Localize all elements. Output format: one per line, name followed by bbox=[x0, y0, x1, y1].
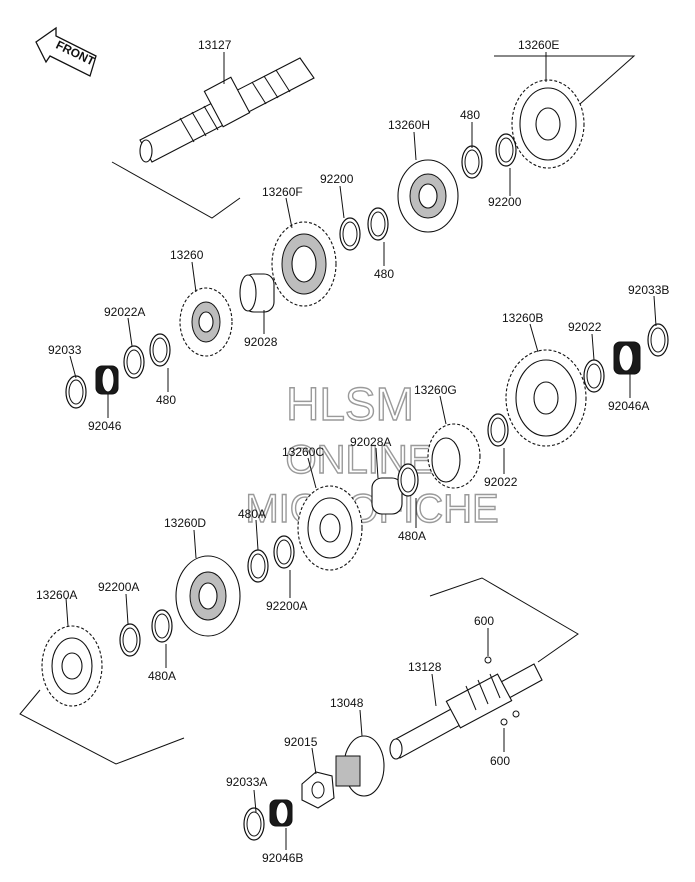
label-13048: 13048 bbox=[330, 696, 364, 710]
label-92200-right: 92200 bbox=[488, 195, 522, 209]
label-13260B: 13260B bbox=[502, 311, 543, 325]
label-13127: 13127 bbox=[198, 38, 232, 52]
label-92022-top: 92022 bbox=[568, 320, 602, 334]
label-92033: 92033 bbox=[48, 343, 82, 357]
circlip-480-low bbox=[149, 333, 171, 367]
part-labels: 13127 13260E 480 13260H 92200 92200 480 … bbox=[36, 38, 669, 865]
label-92200A-left: 92200A bbox=[98, 580, 139, 594]
circlip-480-top bbox=[461, 145, 483, 179]
gear-13260F bbox=[271, 221, 337, 307]
bushing-92028 bbox=[239, 273, 275, 313]
label-92046B: 92046B bbox=[262, 851, 303, 865]
gear-13260 bbox=[179, 287, 233, 357]
washer-92022-low bbox=[487, 413, 509, 447]
washer-92022-top bbox=[583, 359, 605, 393]
label-480A-right: 480A bbox=[398, 529, 426, 543]
circlip-480A-left bbox=[151, 609, 173, 643]
label-92200-left: 92200 bbox=[320, 172, 354, 186]
washer-92200A-left bbox=[119, 623, 141, 657]
gear-13260A bbox=[19, 625, 185, 765]
bearing-92046 bbox=[95, 365, 119, 395]
label-92028A: 92028A bbox=[350, 435, 391, 449]
gear-13260B bbox=[505, 349, 587, 447]
label-13260: 13260 bbox=[170, 248, 204, 262]
gear-13260E bbox=[494, 55, 636, 169]
bearing-92046B bbox=[269, 799, 293, 827]
label-480-top: 480 bbox=[460, 108, 480, 122]
label-13260D: 13260D bbox=[164, 516, 206, 530]
label-92046: 92046 bbox=[88, 419, 122, 433]
gear-13260D bbox=[175, 555, 241, 637]
label-92033B: 92033B bbox=[628, 283, 669, 297]
label-480-low: 480 bbox=[156, 393, 176, 407]
circlip-92033A bbox=[243, 807, 265, 841]
label-600-bottom: 600 bbox=[490, 754, 510, 768]
bushing-92028A bbox=[371, 477, 403, 515]
label-480A-mid: 480A bbox=[238, 507, 266, 521]
label-92200A-right: 92200A bbox=[266, 599, 307, 613]
label-13128: 13128 bbox=[408, 660, 442, 674]
label-13260F: 13260F bbox=[262, 185, 303, 199]
watermark: HLSM ONLINE MICROFICHE bbox=[245, 377, 500, 531]
circlip-480A-mid bbox=[247, 549, 269, 583]
output-shaft-13128 bbox=[389, 577, 579, 760]
label-600-top: 600 bbox=[474, 614, 494, 628]
cam-13048 bbox=[335, 735, 385, 797]
circlip-92033 bbox=[65, 375, 87, 409]
label-13260A: 13260A bbox=[36, 588, 77, 602]
label-92046A: 92046A bbox=[608, 399, 649, 413]
label-92028: 92028 bbox=[244, 335, 278, 349]
label-92022-low: 92022 bbox=[484, 475, 518, 489]
washer-92022A bbox=[123, 345, 145, 379]
washer-92200-left bbox=[339, 217, 361, 251]
label-13260C: 13260C bbox=[282, 445, 324, 459]
label-92022A: 92022A bbox=[104, 305, 145, 319]
label-13260G: 13260G bbox=[414, 383, 457, 397]
leader-lines bbox=[65, 52, 657, 850]
circlip-92033B bbox=[647, 323, 669, 357]
input-shaft-13127 bbox=[111, 57, 315, 219]
label-92033A: 92033A bbox=[226, 775, 267, 789]
watermark-line1: HLSM bbox=[286, 378, 414, 430]
label-92015: 92015 bbox=[284, 735, 318, 749]
label-480A-left: 480A bbox=[148, 669, 176, 683]
label-13260H: 13260H bbox=[388, 118, 430, 132]
gear-13260H bbox=[397, 159, 459, 233]
front-arrow-icon: FRONT bbox=[35, 26, 98, 77]
circlip-480-mid bbox=[367, 207, 389, 241]
nut-92015 bbox=[301, 771, 335, 809]
washer-92200A-right bbox=[273, 535, 295, 569]
gear-13260C bbox=[297, 485, 363, 571]
label-13260E: 13260E bbox=[518, 38, 559, 52]
washer-92200-right bbox=[495, 133, 517, 167]
label-480-mid: 480 bbox=[374, 267, 394, 281]
gear-13260G bbox=[427, 423, 481, 489]
bearing-92046A bbox=[613, 341, 641, 375]
circlip-480A-right bbox=[397, 463, 419, 497]
